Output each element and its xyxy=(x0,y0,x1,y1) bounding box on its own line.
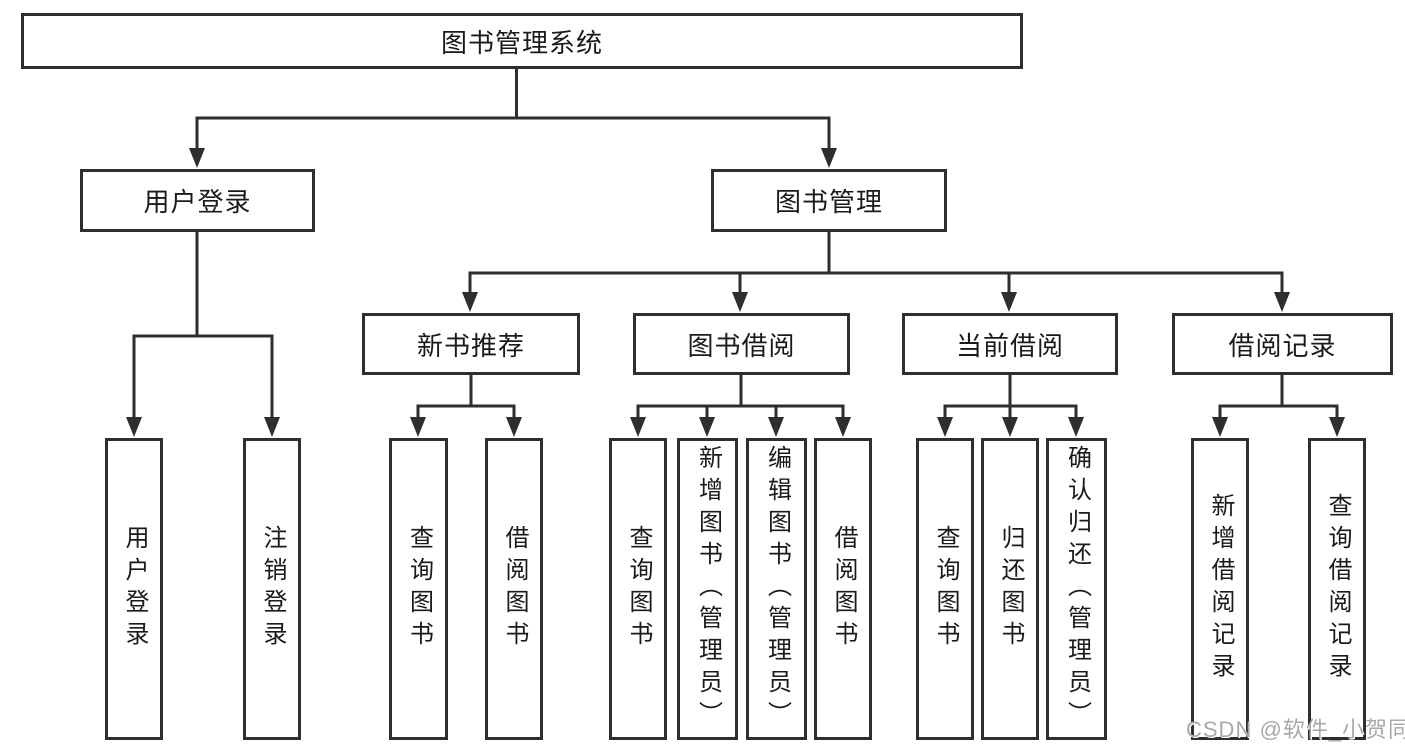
node-new-book-recommend: 新书推荐 xyxy=(362,313,580,375)
leaf-currentborrow-query: 查询图书 xyxy=(916,438,974,740)
node-book-borrow-label: 图书借阅 xyxy=(687,330,796,361)
node-root-label: 图书管理系统 xyxy=(440,27,603,58)
leaf-bookborrow-add-admin: 新增图书（管理员） xyxy=(677,438,738,740)
leaf-newbooks-borrow: 借阅图书 xyxy=(485,438,543,740)
leaf-bookborrow-borrow-label: 借阅图书 xyxy=(830,525,857,653)
node-borrow-records: 借阅记录 xyxy=(1172,313,1393,375)
node-root: 图书管理系统 xyxy=(21,13,1023,69)
leaf-records-add-label: 新增借阅记录 xyxy=(1207,493,1234,685)
leaf-currentborrow-confirm-admin: 确认归还（管理员） xyxy=(1046,438,1107,740)
leaf-bookborrow-query: 查询图书 xyxy=(609,438,667,740)
node-current-borrow-label: 当前借阅 xyxy=(955,330,1064,361)
leaf-currentborrow-query-label: 查询图书 xyxy=(932,525,959,653)
leaf-bookborrow-query-label: 查询图书 xyxy=(625,525,652,653)
connector-newbooks-to-leaves xyxy=(416,373,516,422)
connector-borrowrecords-to-leaves xyxy=(1218,373,1339,422)
connector-root-to-level2 xyxy=(195,67,831,153)
node-book-management-label: 图书管理 xyxy=(774,187,883,217)
arrowheads xyxy=(126,148,1345,437)
watermark: CSDN @软件_小贺同学 xyxy=(1186,717,1405,742)
leaf-newbooks-query-label: 查询图书 xyxy=(405,525,433,653)
leaf-bookborrow-edit-admin: 编辑图书（管理员） xyxy=(746,438,807,740)
node-user-login: 用户登录 xyxy=(80,169,315,232)
leaf-records-query: 查询借阅记录 xyxy=(1308,438,1366,740)
node-book-borrow: 图书借阅 xyxy=(633,313,850,375)
node-borrow-records-label: 借阅记录 xyxy=(1228,330,1337,361)
leaf-records-add: 新增借阅记录 xyxy=(1191,438,1249,740)
connector-userlogin-to-leaves xyxy=(132,230,274,422)
node-new-book-recommend-label: 新书推荐 xyxy=(416,330,525,361)
connector-currentborrow-to-leaves xyxy=(943,373,1078,422)
leaf-records-query-label: 查询借阅记录 xyxy=(1324,493,1351,685)
leaf-bookborrow-borrow: 借阅图书 xyxy=(814,438,872,740)
leaf-newbooks-borrow-label: 借阅图书 xyxy=(501,525,528,653)
leaf-user-login-label: 用户登录 xyxy=(121,525,148,653)
node-book-management: 图书管理 xyxy=(711,169,947,232)
connector-bookborrow-to-leaves xyxy=(636,373,845,422)
node-current-borrow: 当前借阅 xyxy=(902,313,1118,375)
leaf-user-login: 用户登录 xyxy=(105,438,163,740)
leaf-logout: 注销登录 xyxy=(243,438,301,740)
connector-bookmgmt-to-level3 xyxy=(468,230,1284,297)
leaf-bookborrow-add-admin-label: 新增图书（管理员） xyxy=(694,445,722,733)
leaf-currentborrow-confirm-admin-label: 确认归还（管理员） xyxy=(1063,445,1091,733)
leaf-newbooks-query: 查询图书 xyxy=(389,438,448,740)
node-user-login-label: 用户登录 xyxy=(143,187,252,217)
leaf-logout-label: 注销登录 xyxy=(259,525,286,653)
leaf-currentborrow-return-label: 归还图书 xyxy=(997,525,1024,653)
leaf-currentborrow-return: 归还图书 xyxy=(981,438,1039,740)
leaf-bookborrow-edit-admin-label: 编辑图书（管理员） xyxy=(763,445,791,733)
